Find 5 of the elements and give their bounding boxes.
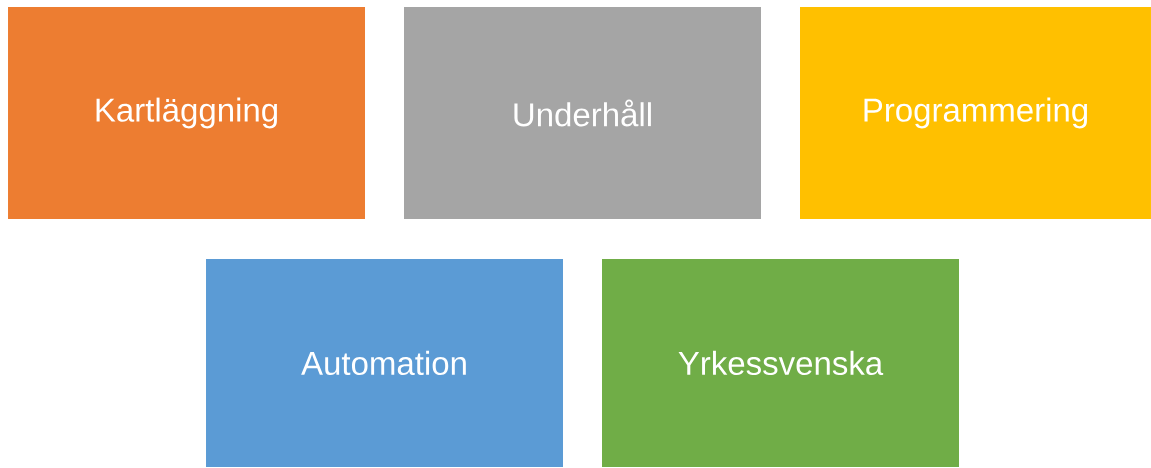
text-box: Kartläggning xyxy=(8,7,365,219)
text-box: Programmering xyxy=(800,7,1151,219)
text-box: Underhåll xyxy=(404,7,761,219)
text-box: Yrkessvenska xyxy=(602,259,959,467)
text-box: Automation xyxy=(206,259,563,467)
